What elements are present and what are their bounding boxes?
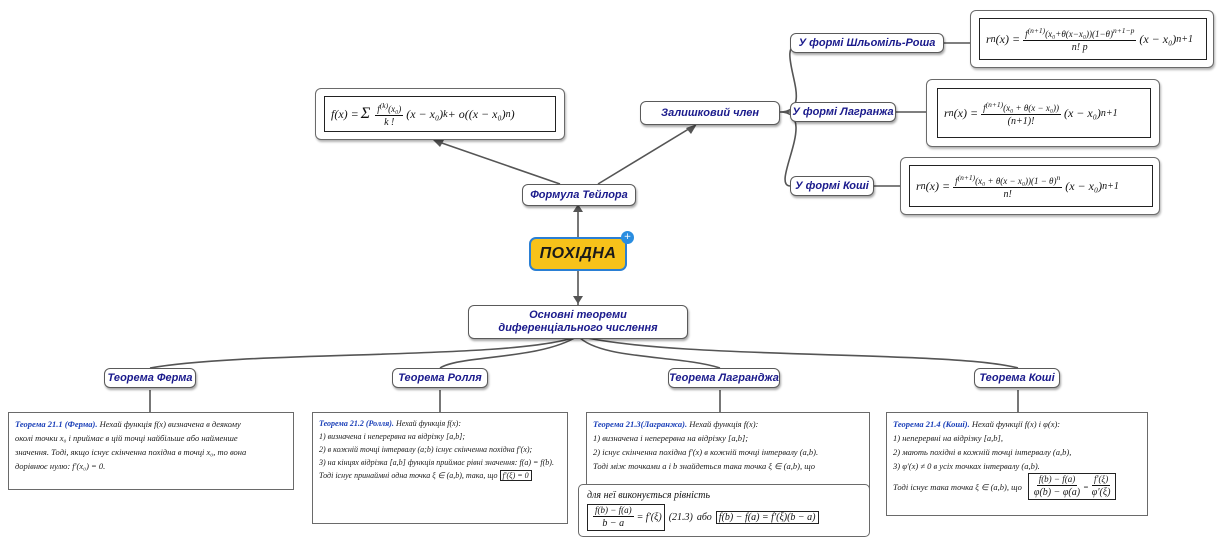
lagrange-eq1-num: f(b) − f(a) [593,505,634,517]
remainder-form-lagrange[interactable]: У формі Лагранжа [790,102,896,122]
topic-rolle[interactable]: Теорема Ролля [392,368,488,388]
lagrange-equation-row: f(b) − f(a)b − a = f′(ξ) (21.3) або f(b)… [587,504,861,531]
fermat-line-1: Теорема 21.1 (Ферма). Нехай функція f(x)… [15,419,241,429]
lagrange-line-2: 1) визначена і неперервна на відрізку [a… [593,433,749,443]
topic-rolle-label: Теорема Ролля [398,372,482,384]
cauchy-theorem-card: Теорема 21.4 (Коші). Нехай функції f(x) … [886,412,1148,516]
lagrange-line-4: Тоді між точками a і b знайдеться така т… [593,461,815,471]
connector-taylor-formula [435,140,561,185]
rolle-line-2: 1) визначена і неперервна на відрізку [a… [319,432,465,441]
lagrange-eq-label: (21.3) [668,512,693,523]
fermat-line-3: значення. Тоді, якщо існує скінченна пох… [15,447,247,457]
rolle-heading: Теорема 21.2 (Ролля). [319,419,394,428]
remainder-form-lagrange-label: У формі Лагранжа [792,106,894,118]
fermat-line-2: околі точки x₀ і приймає в цій точці най… [15,433,238,443]
fermat-heading: Теорема 21.1 (Ферма). [15,419,98,429]
taylor-topic[interactable]: Формула Тейлора [522,184,636,206]
cauchy-heading: Теорема 21.4 (Коші). [893,419,970,429]
rolle-line-1: Теорема 21.2 (Ролля). Нехай функція f(x)… [319,419,461,428]
lagrange-equation-intro: для неї виконується рівність [587,490,711,501]
rolle-line-5: Тоді існує принаймні одна точка ξ ∈ (a,b… [319,469,561,482]
topic-cauchy[interactable]: Теорема Коші [974,368,1060,388]
taylor-formula: f(x) = Σ f(k)(x₀)k ! (x − x₀)k + o((x − … [324,96,556,132]
connector-theorem-boxes [149,390,1019,412]
theorems-topic-line1: Основні теореми [529,309,627,321]
central-topic[interactable]: ПОХІДНА [529,237,627,271]
connector-theorems-split [149,335,1019,369]
lagrange-line-3: 2) існує скінченна похідна f′(x) в кожні… [593,447,819,457]
topic-fermat-label: Теорема Ферма [107,372,193,384]
rolle-result: f′(ξ) = 0 [499,470,532,481]
fermat-line-4: дорівнює нулю: f′(x₀) = 0. [15,461,106,471]
lagrange-equation-card: для неї виконується рівність f(b) − f(a)… [578,484,870,537]
rolle-line-3: 2) в кожній точці інтервалу (a;b) існує … [319,445,533,454]
rolle-line-4: 3) на кінцях відрізка [a,b] функція прий… [319,458,554,467]
topic-cauchy-label: Теорема Коші [979,372,1055,384]
arrow-central-taylor [573,204,583,212]
remainder-form-schlomilch[interactable]: У формі Шльоміль-Роша [790,33,944,53]
cauchy-line-5: Тоді існує така точка ξ ∈ (a,b), що f(b)… [893,473,1141,500]
fermat-theorem-card: Теорема 21.1 (Ферма). Нехай функція f(x)… [8,412,294,490]
arrow-taylor-remainder [686,124,697,134]
topic-lagrange[interactable]: Теорема Лагранджа [668,368,780,388]
rolle-theorem-card: Теорема 21.2 (Ролля). Нехай функція f(x)… [312,412,568,524]
taylor-formula-card: f(x) = Σ f(k)(x₀)k ! (x − x₀)k + o((x − … [315,88,565,140]
arrow-taylor-formula [432,139,444,147]
taylor-topic-label: Формула Тейлора [530,189,628,201]
lagrange-eq2: f(b) − f(a) = f′(ξ)(b − a) [715,511,819,524]
lagrange-heading: Теорема 21.3(Лагранжа). [593,419,688,429]
lagrange-eq-or: або [696,512,712,523]
remainder-form-cauchy[interactable]: У формі Коші [790,176,874,196]
remainder-form-schlomilch-label: У формі Шльоміль-Роша [798,37,936,49]
theorems-topic-line2: диференціального числення [498,322,658,334]
cauchy-line-3: 2) мають похідні в кожній точці інтервал… [893,447,1072,457]
cauchy-line-1: Теорема 21.4 (Коші). Нехай функції f(x) … [893,419,1061,429]
remainder-topic[interactable]: Залишковий член [640,101,780,125]
lagrange-line-1: Теорема 21.3(Лагранжа). Нехай функція f(… [593,419,759,429]
cauchy-line-2: 1) неперервні на відрізку [a,b], [893,433,1003,443]
cauchy-result: f(b) − f(a)φ(b) − φ(a) = f′(ξ)φ′(ξ) [1027,473,1117,500]
lagrange-theorem-card: Теорема 21.3(Лагранжа). Нехай функція f(… [586,412,870,490]
remainder-topic-label: Залишковий член [661,107,759,119]
connector-forms-formulas [874,42,972,187]
lagrange-eq1: f(b) − f(a)b − a = f′(ξ) [587,504,665,531]
topic-lagrange-label: Теорема Лагранджа [669,372,779,384]
plus-icon[interactable]: + [621,231,634,244]
remainder-form-cauchy-label: У формі Коші [795,180,869,192]
theorems-topic[interactable]: Основні теореми диференціального численн… [468,305,688,339]
cauchy-line-4: 3) φ′(x) ≠ 0 в усіх точках інтервалу (a,… [893,461,1040,471]
connector-taylor-remainder [597,126,693,185]
arrow-central-theorems [573,296,583,304]
central-topic-label: ПОХІДНА [539,245,617,262]
lagrange-eq1-den: b − a [602,518,625,529]
lagrange-eq1-rhs: = f′(ξ) [636,512,662,523]
topic-fermat[interactable]: Теорема Ферма [104,368,196,388]
